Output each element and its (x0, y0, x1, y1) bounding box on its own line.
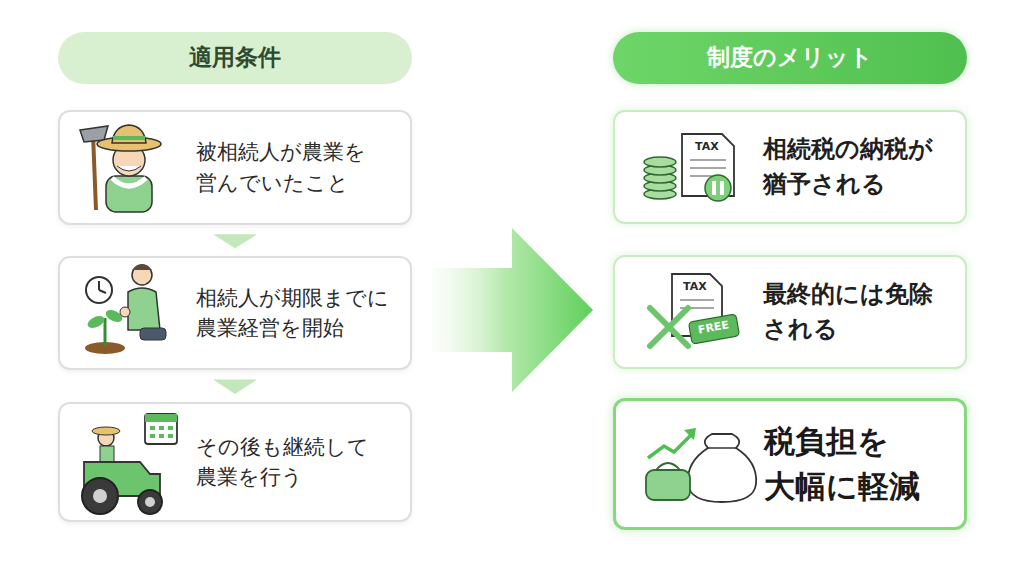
header-text: 制度のメリット (707, 41, 873, 74)
box-text: 相続人が期限までに 農業経営を開始 (196, 283, 408, 344)
box-text: 税負担を 大幅に軽減 (764, 419, 964, 509)
farmer-icon (80, 125, 161, 212)
merit-box: 税負担を 大幅に軽減 (613, 398, 967, 530)
icon-label: TAX (683, 280, 707, 293)
header-text: 適用条件 (189, 41, 281, 74)
box-text: 相続税の納税が 猶予される (763, 132, 953, 202)
box-text: 被相続人が農業を 営んでいたこと (196, 137, 408, 198)
section-header: 制度のメリット (613, 32, 967, 84)
text-group: 税負担を 大幅に軽減 (764, 419, 964, 509)
condition-box: 被相続人が農業を 営んでいたこと (58, 110, 412, 225)
icon-label: TAX (695, 140, 719, 153)
merit-box: 最終的には免除 される (613, 255, 967, 369)
flow-arrow (432, 228, 593, 392)
text-group: 最終的には免除 される (763, 277, 953, 347)
section-header: 適用条件 (58, 32, 412, 84)
merit-box: 相続税の納税が 猶予される (613, 110, 967, 224)
tax-deferral-icon (644, 134, 734, 201)
condition-box: 相続人が期限までに 農業経営を開始 (58, 256, 412, 370)
condition-box: その後も継続して 農業を行う (58, 402, 412, 522)
tax-reduction-icon (646, 428, 756, 502)
step-arrow (213, 380, 257, 394)
step-arrow (213, 234, 257, 248)
tractor-icon (82, 414, 177, 514)
tax-exemption-icon (650, 274, 740, 346)
text-group: 被相続人が農業を 営んでいたこと (196, 137, 408, 198)
box-text: その後も継続して 農業を行う (196, 432, 408, 493)
box-text: 最終的には免除 される (763, 277, 953, 347)
text-group: 相続人が期限までに 農業経営を開始 (196, 283, 408, 344)
text-group: 適用条件 (189, 41, 281, 74)
text-group: 相続税の納税が 猶予される (763, 132, 953, 202)
text-group: 制度のメリット (707, 41, 873, 74)
text-group: その後も継続して 農業を行う (196, 432, 408, 493)
start-farming-icon (85, 264, 166, 354)
